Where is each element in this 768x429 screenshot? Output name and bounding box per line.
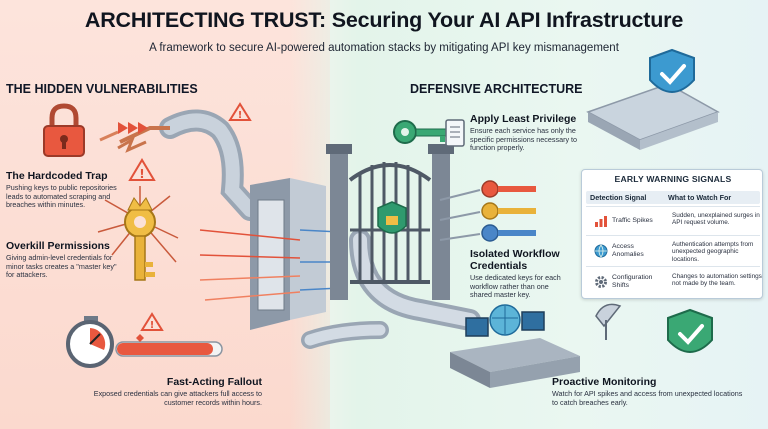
isolated-credentials-title: Isolated Workflow Credentials: [470, 248, 560, 272]
table-row: Traffic Spikes Sudden, unexplained surge…: [586, 206, 760, 235]
fast-acting-fallout-title: Fast-Acting Fallout: [166, 376, 262, 388]
gear-icon: [595, 276, 607, 288]
fast-acting-fallout-block: Fast-Acting Fallout Exposed credentials …: [84, 376, 262, 407]
globe-icon: [594, 244, 608, 258]
shield-check-icon: [586, 48, 720, 150]
table-row: Configuration Shifts Changes to automati…: [586, 266, 762, 298]
least-privilege-key-icon: [393, 119, 465, 147]
signal-watch: Authentication attempts from unexpected …: [672, 241, 754, 263]
least-privilege-block: Apply Least Privilege Ensure each servic…: [470, 113, 580, 153]
warning-triangle-icon: ! ! !: [128, 102, 252, 331]
fast-acting-fallout-text: Exposed credentials can give attackers f…: [93, 389, 262, 407]
warning-arrows: [118, 122, 148, 134]
server-gateway: [199, 178, 341, 330]
security-gate: [326, 144, 454, 300]
signal-watch: Sudden, unexplained surges in API reques…: [672, 212, 760, 227]
signal-watch: Changes to automation settings not made …: [672, 273, 762, 288]
master-key-icon: [97, 186, 179, 281]
svg-text:!: !: [150, 320, 155, 331]
fallout-progress-bar: [115, 334, 223, 357]
cracked-pipe: [99, 109, 261, 221]
monitoring-shield-icon: [667, 308, 713, 353]
early-warning-title: EARLY WARNING SIGNALS: [614, 174, 732, 184]
signal-name: Traffic Spikes: [612, 217, 653, 224]
stopwatch-icon: [66, 316, 114, 368]
col-detection-signal: Detection Signal: [590, 193, 647, 202]
defense-heading: DEFENSIVE ARCHITECTURE: [410, 82, 583, 96]
overkill-permissions-block: Overkill Permissions Giving admin-level …: [6, 240, 124, 280]
signal-name: Configuration Shifts: [612, 274, 653, 289]
table-row: Access Anomalies Authentication attempts…: [586, 235, 760, 266]
isolated-keys-icon: [439, 180, 536, 242]
hardcoded-trap-title: The Hardcoded Trap: [6, 170, 108, 182]
proactive-monitoring-text: Watch for API spikes and access from une…: [552, 389, 743, 407]
early-warning-table: EARLY WARNING SIGNALS Detection Signal W…: [581, 169, 763, 299]
least-privilege-title: Apply Least Privilege: [470, 113, 577, 125]
early-warning-header-row: [586, 191, 760, 204]
least-privilege-text: Ensure each service has only the specifi…: [470, 126, 578, 153]
overkill-permissions-text: Giving admin-level credentials for minor…: [6, 253, 117, 280]
proactive-monitoring-title: Proactive Monitoring: [552, 376, 657, 388]
padlock-icon: [43, 103, 85, 157]
page-subtitle: A framework to secure AI-powered automat…: [149, 42, 619, 54]
page-title: ARCHITECTING TRUST: Securing Your AI API…: [84, 8, 684, 32]
col-what-to-watch: What to Watch For: [668, 193, 732, 202]
svg-text:!: !: [139, 167, 144, 181]
signal-name: Access Anomalies: [612, 243, 644, 258]
svg-text:!: !: [238, 110, 243, 121]
hardcoded-trap-block: The Hardcoded Trap Pushing keys to publi…: [6, 170, 128, 210]
satellite-dish-icon: [595, 303, 622, 340]
hardcoded-trap-text: Pushing keys to public repositories lead…: [6, 183, 117, 210]
isolated-credentials-block: Isolated Workflow Credentials Use dedica…: [470, 248, 570, 300]
vulnerabilities-heading: THE HIDDEN VULNERABILITIES: [6, 82, 198, 96]
proactive-monitoring-block: Proactive Monitoring Watch for API spike…: [552, 376, 750, 407]
traffic-chart-icon: [595, 216, 607, 227]
overkill-permissions-title: Overkill Permissions: [6, 240, 110, 252]
isolated-credentials-text: Use dedicated keys for each workflow rat…: [470, 273, 561, 300]
monitoring-station: [450, 304, 580, 388]
